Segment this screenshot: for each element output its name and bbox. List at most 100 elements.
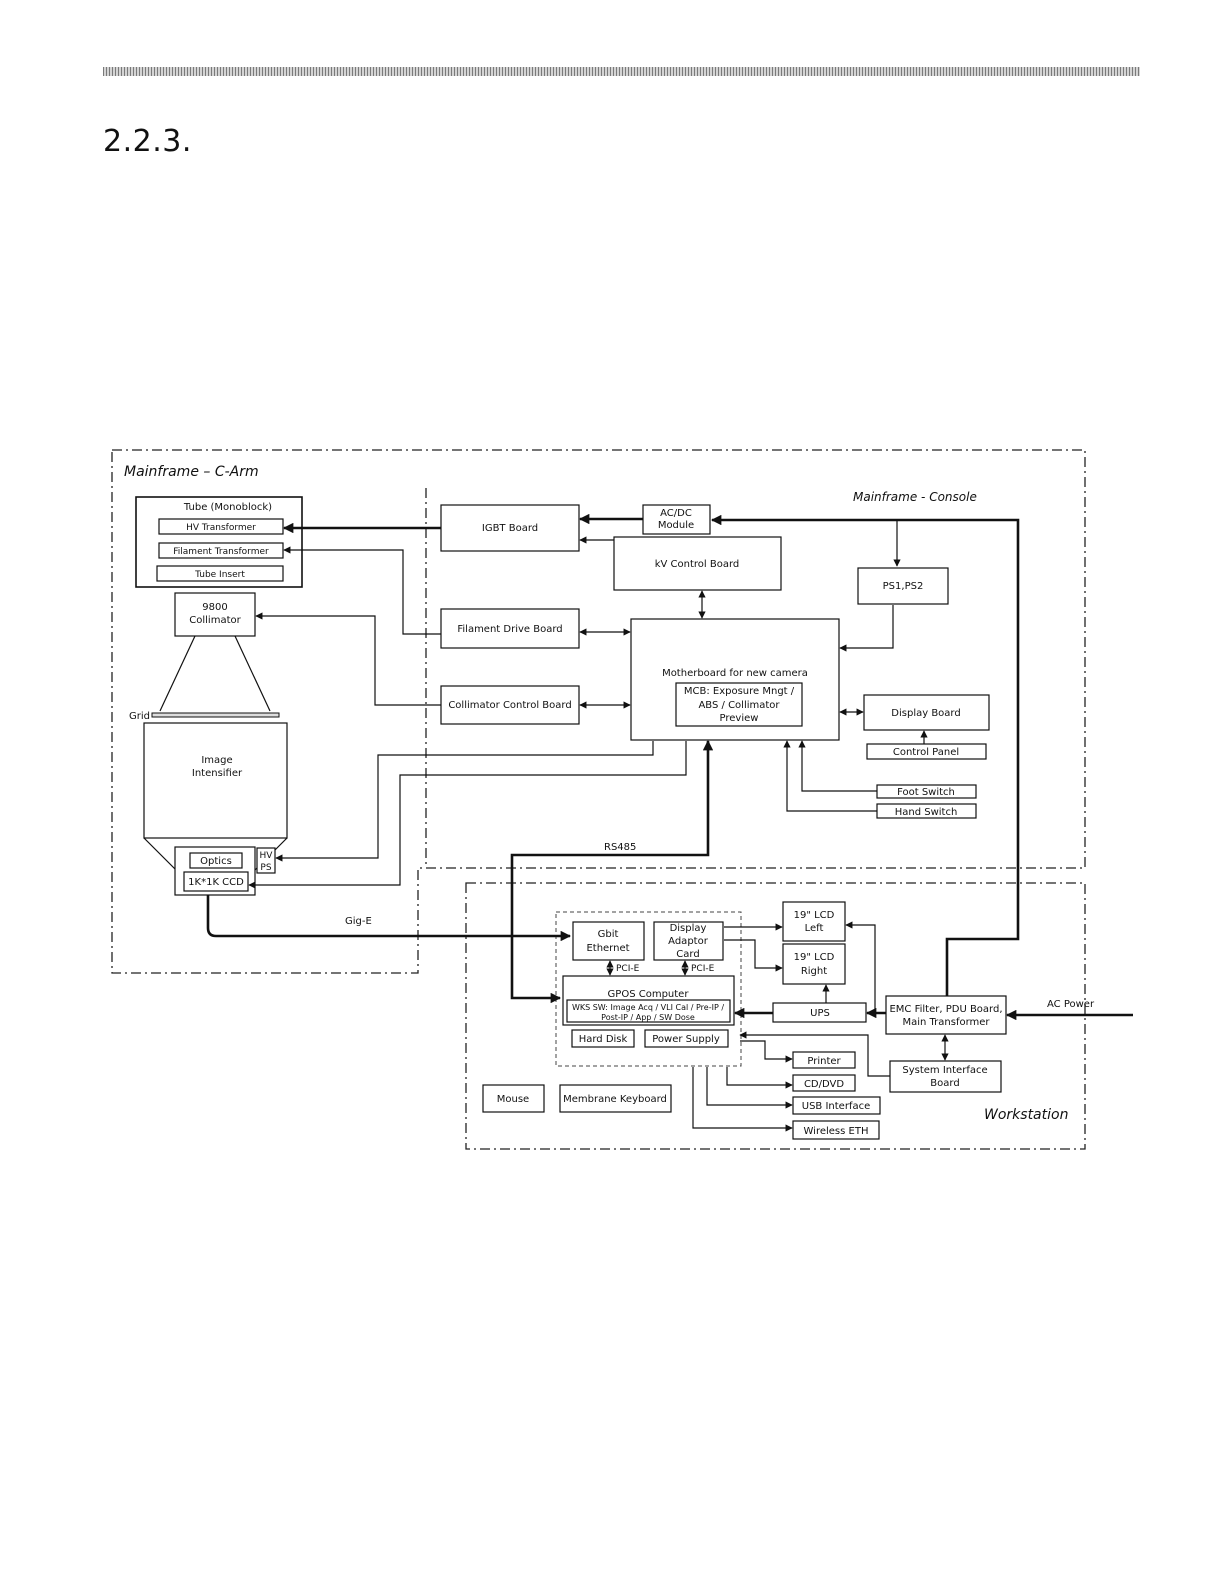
mcb-line1: MCB: Exposure Mngt / — [684, 686, 795, 697]
collimator-line1: 9800 — [202, 602, 227, 613]
gbit-ethernet-block: Gbit Ethernet — [572, 921, 645, 961]
hard-disk-block: Hard Disk — [571, 1029, 635, 1048]
igbt-board-block: IGBT Board — [440, 504, 580, 552]
display-adaptor-card-block: Display Adaptor Card — [653, 921, 724, 961]
collimator-control-board-label: Collimator Control Board — [448, 700, 571, 711]
collimator-block: 9800 Collimator — [174, 592, 256, 637]
filament-drive-board-block: Filament Drive Board — [440, 608, 580, 649]
pcie-label-2: PCI-E — [691, 964, 715, 974]
wireless-eth-label: Wireless ETH — [804, 1126, 869, 1137]
display-adaptor-line3: Card — [676, 949, 699, 960]
carm-region-border — [111, 449, 1086, 974]
printer-label: Printer — [807, 1056, 841, 1067]
ccd-label: 1K*1K CCD — [188, 877, 244, 888]
kv-control-board-label: kV Control Board — [655, 559, 740, 570]
pcie-label-1: PCI-E — [616, 964, 640, 974]
console-region-label: Mainframe - Console — [853, 490, 977, 504]
image-intensifier-line2: Intensifier — [192, 768, 243, 779]
membrane-keyboard-label: Membrane Keyboard — [563, 1094, 667, 1105]
cd-dvd-block: CD/DVD — [792, 1074, 856, 1092]
gpos-title: GPOS Computer — [608, 989, 690, 1000]
gbit-line2: Ethernet — [586, 943, 629, 954]
xray-cone-left — [159, 635, 196, 712]
system-interface-board-block: System Interface Board — [889, 1060, 1002, 1093]
system-interface-line2: Board — [930, 1078, 959, 1089]
foot-switch-label: Foot Switch — [897, 787, 955, 798]
system-interface-line1: System Interface — [902, 1065, 987, 1076]
usb-interface-block: USB Interface — [792, 1096, 881, 1115]
membrane-keyboard-block: Membrane Keyboard — [559, 1084, 672, 1113]
emc-line2: Main Transformer — [902, 1017, 990, 1028]
header-rule — [103, 67, 1140, 76]
ups-block: UPS — [772, 1002, 867, 1023]
control-panel-label: Control Panel — [893, 747, 959, 758]
usb-interface-label: USB Interface — [802, 1101, 870, 1112]
rs485-label: RS485 — [604, 842, 636, 853]
acdc-module-block: AC/DC Module — [642, 504, 711, 535]
tube-insert-label: Tube Insert — [194, 570, 245, 580]
ups-label: UPS — [810, 1008, 830, 1019]
section-number: 2.2.3. — [103, 124, 192, 159]
mouse-label: Mouse — [497, 1094, 529, 1105]
motherboard-title: Motherboard for new camera — [662, 668, 808, 679]
power-supply-label: Power Supply — [652, 1034, 720, 1045]
igbt-board-label: IGBT Board — [482, 523, 538, 534]
hard-disk-label: Hard Disk — [579, 1034, 628, 1045]
power-supply-block: Power Supply — [644, 1029, 729, 1048]
gpos-sw-line1: WKS SW: Image Acq / VLI Cal / Pre-IP / — [572, 1003, 724, 1012]
hand-switch-label: Hand Switch — [895, 807, 958, 818]
gpos-sw-line2: Post-IP / App / SW Dose — [601, 1013, 695, 1022]
collimator-line2: Collimator — [189, 615, 241, 626]
filament-drive-board-label: Filament Drive Board — [457, 624, 562, 635]
ps-block: PS1,PS2 — [857, 567, 949, 605]
acdc-line1: AC/DC — [660, 508, 692, 519]
gige-label: Gig-E — [345, 916, 372, 927]
grid-label: Grid — [129, 711, 150, 722]
mcb-line3: Preview — [720, 713, 759, 724]
grid-plate — [151, 712, 280, 718]
printer-block: Printer — [792, 1051, 856, 1069]
optics-label: Optics — [200, 856, 232, 867]
cd-dvd-label: CD/DVD — [804, 1079, 844, 1090]
tube-monoblock-block: Tube (Monoblock) HV Transformer Filament… — [135, 496, 303, 588]
lcd-left-line2: Left — [805, 923, 824, 934]
mcb-line2: ABS / Collimator — [698, 700, 780, 711]
foot-switch-block: Foot Switch — [876, 784, 977, 799]
hv-transformer-label: HV Transformer — [186, 523, 256, 533]
tube-title: Tube (Monoblock) — [183, 502, 272, 513]
emc-line1: EMC Filter, PDU Board, — [889, 1004, 1002, 1015]
lcd-right-line1: 19" LCD — [794, 952, 835, 963]
hand-switch-block: Hand Switch — [876, 803, 977, 819]
collimator-control-board-block: Collimator Control Board — [440, 685, 580, 725]
carm-region-label: Mainframe – C-Arm — [124, 464, 259, 480]
workstation-region-label: Workstation — [984, 1107, 1068, 1123]
workstation-region-border — [465, 882, 1086, 1150]
lcd-right-block: 19" LCD Right — [782, 943, 846, 985]
display-board-block: Display Board — [863, 694, 990, 731]
display-adaptor-line2: Adaptor — [668, 936, 709, 947]
camera-assembly: Optics 1K*1K CCD HV PS — [174, 846, 276, 896]
lcd-left-block: 19" LCD Left — [782, 901, 846, 942]
lcd-right-line2: Right — [801, 966, 827, 977]
xray-cone-right — [234, 635, 271, 712]
display-adaptor-line1: Display — [670, 923, 707, 934]
emc-filter-block: EMC Filter, PDU Board, Main Transformer — [885, 995, 1007, 1035]
acdc-line2: Module — [658, 520, 694, 531]
gbit-line1: Gbit — [598, 929, 619, 940]
motherboard-block: Motherboard for new camera MCB: Exposure… — [630, 618, 840, 741]
ac-power-label: AC Power — [1047, 999, 1095, 1010]
ps-label: PS1,PS2 — [883, 581, 924, 592]
wireless-eth-block: Wireless ETH — [792, 1120, 880, 1140]
image-intensifier-block: Image Intensifier — [143, 722, 288, 873]
display-board-label: Display Board — [891, 708, 960, 719]
control-panel-block: Control Panel — [866, 743, 987, 760]
image-intensifier-line1: Image — [201, 755, 232, 766]
hvps-line2: PS — [260, 863, 271, 873]
connections — [206, 513, 1133, 1132]
gpos-computer-block: GPOS Computer WKS SW: Image Acq / VLI Ca… — [562, 975, 735, 1026]
lcd-left-line1: 19" LCD — [794, 910, 835, 921]
filament-transformer-label: Filament Transformer — [173, 547, 269, 557]
mouse-block: Mouse — [482, 1084, 545, 1113]
